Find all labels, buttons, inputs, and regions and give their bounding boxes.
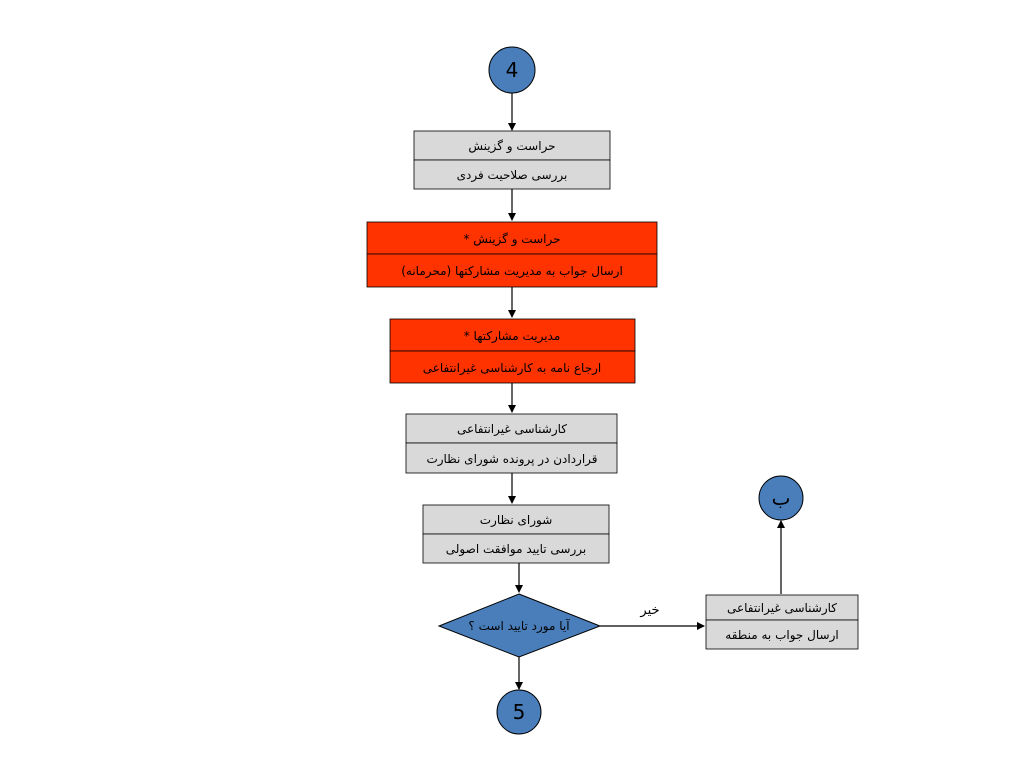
connector-b-circle xyxy=(758,475,804,521)
connector-4-label: 4 xyxy=(506,58,519,82)
side-step-role: کارشناسی غیرانتفاعی xyxy=(727,601,837,616)
step-1-action-cell xyxy=(413,159,611,190)
step-3-role: مدیریت مشارکتها * xyxy=(464,329,561,344)
step-1-action: بررسی صلاحیت فردی xyxy=(457,168,568,183)
step-5-action-cell xyxy=(422,533,610,564)
step-5-role-cell xyxy=(422,504,610,535)
step-4-role-cell xyxy=(405,413,618,444)
side-step-action-cell xyxy=(705,619,859,650)
connector-4-circle xyxy=(488,46,536,94)
step-1-box: حراست و گزینش بررسی صلاحیت فردی xyxy=(413,130,611,190)
connector-5: 5 xyxy=(496,689,542,735)
step-4-role: کارشناسی غیرانتفاعی xyxy=(457,422,567,437)
step-4-action-cell xyxy=(405,442,618,474)
step-3-action-cell xyxy=(389,350,636,384)
step-2-role: حراست و گزینش * xyxy=(463,232,560,247)
side-step-box: کارشناسی غیرانتفاعی ارسال جواب به منطقه xyxy=(705,594,859,650)
step-2-action-cell xyxy=(366,253,658,288)
step-4-box: کارشناسی غیرانتفاعی قراردادن در پرونده ش… xyxy=(405,413,618,474)
step-5-action: بررسی تایید موافقت اصولی xyxy=(446,542,586,557)
connector-5-label: 5 xyxy=(513,700,526,724)
step-1-role-cell xyxy=(413,130,611,161)
step-2-role-cell xyxy=(366,221,658,255)
step-3-box: مدیریت مشارکتها * ارجاع نامه به کارشناسی… xyxy=(389,318,636,384)
decision-question: آیا مورد تایید است ؟ xyxy=(468,618,570,634)
step-1-role: حراست و گزینش xyxy=(468,139,555,154)
step-2-box: حراست و گزینش * ارسال جواب به مدیریت مشا… xyxy=(366,221,658,288)
step-5-role: شورای نظارت xyxy=(480,513,553,528)
connector-4: 4 xyxy=(488,46,536,94)
decision: آیا مورد تایید است ؟ xyxy=(437,593,602,658)
edges xyxy=(508,93,785,690)
connector-b: ب xyxy=(758,475,804,521)
step-3-action: ارجاع نامه به کارشناسی غیرانتفاعی xyxy=(423,361,602,376)
side-step-action: ارسال جواب به منطقه xyxy=(725,628,838,643)
edge-label-no: خیر xyxy=(639,603,659,618)
side-step-role-cell xyxy=(705,594,859,621)
connector-b-label: ب xyxy=(772,486,791,510)
step-2-action: ارسال جواب به مدیریت مشارکتها (محرمانه) xyxy=(401,264,623,279)
connector-5-circle xyxy=(496,689,542,735)
decision-diamond xyxy=(437,593,602,658)
step-5-box: شورای نظارت بررسی تایید موافقت اصولی xyxy=(422,504,610,564)
step-4-action: قراردادن در پرونده شورای نظارت xyxy=(426,452,597,467)
